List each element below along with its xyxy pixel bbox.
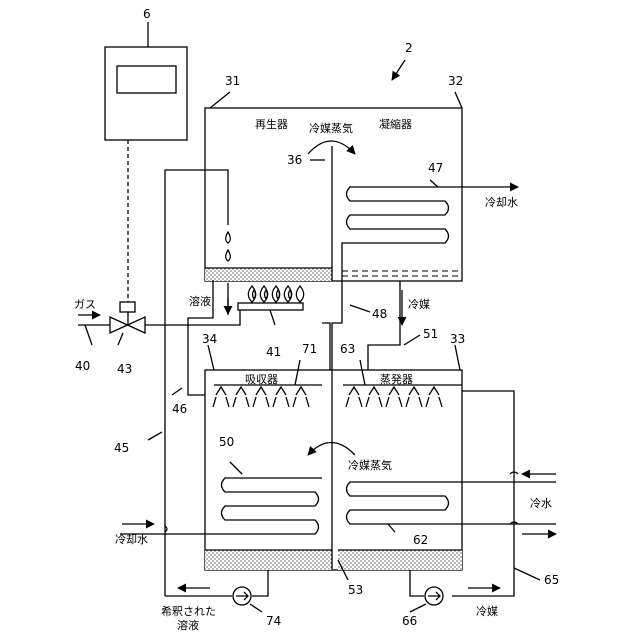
flames xyxy=(248,286,304,302)
ref-51: 51 xyxy=(423,327,438,341)
ref-36: 36 xyxy=(287,153,302,167)
ref-65: 65 xyxy=(544,573,559,587)
label-evaporator: 蒸発器 xyxy=(380,372,413,386)
label-refrigerant-vapor-bottom: 冷媒蒸気 xyxy=(348,458,392,472)
diluted-solution-pipe xyxy=(252,570,268,596)
ref-53: 53 xyxy=(348,583,363,597)
refrigerant-pump-pipe xyxy=(410,570,424,596)
ref-74: 74 xyxy=(266,614,281,628)
ref-33: 33 xyxy=(450,332,465,346)
ref-71: 71 xyxy=(302,342,317,356)
label-diluted-line2: 溶液 xyxy=(177,618,199,632)
ref-34: 34 xyxy=(202,332,217,346)
label-solution: 溶液 xyxy=(189,294,211,308)
label-cold-water: 冷水 xyxy=(530,497,552,510)
ref-46: 46 xyxy=(172,402,187,416)
ref-62: 62 xyxy=(413,533,428,547)
ref-40: 40 xyxy=(75,359,90,373)
ref-6: 6 xyxy=(143,7,151,21)
ref-50: 50 xyxy=(219,435,234,449)
controller xyxy=(105,22,187,140)
ref-47: 47 xyxy=(428,161,443,175)
label-condenser: 凝縮器 xyxy=(379,117,412,131)
label-cooling-water-in: 冷却水 xyxy=(115,533,148,546)
label-refrigerant-vapor-top: 冷媒蒸気 xyxy=(309,121,353,135)
refrigerant-pump xyxy=(425,587,443,605)
ref-45: 45 xyxy=(114,441,129,455)
ref-66: 66 xyxy=(402,614,417,628)
ref-31: 31 xyxy=(225,74,240,88)
label-refrigerant-bottom: 冷媒 xyxy=(476,605,498,618)
label-diluted-line1: 希釈された xyxy=(161,604,216,618)
ref-43: 43 xyxy=(117,362,132,376)
ref-2: 2 xyxy=(405,41,413,55)
ref-63: 63 xyxy=(340,342,355,356)
gas-supply-line xyxy=(78,310,240,325)
ref-32: 32 xyxy=(448,74,463,88)
label-refrigerant-mid: 冷媒 xyxy=(408,298,430,311)
label-absorber: 吸収器 xyxy=(245,373,278,386)
label-gas: ガス xyxy=(74,298,96,311)
ref-48: 48 xyxy=(372,307,387,321)
gas-valve xyxy=(110,302,145,333)
ref-41: 41 xyxy=(266,345,281,359)
label-cooling-water-out: 冷却水 xyxy=(485,196,518,209)
label-regenerator: 再生器 xyxy=(255,117,288,131)
solution-pump xyxy=(233,587,251,605)
burner xyxy=(238,303,303,310)
